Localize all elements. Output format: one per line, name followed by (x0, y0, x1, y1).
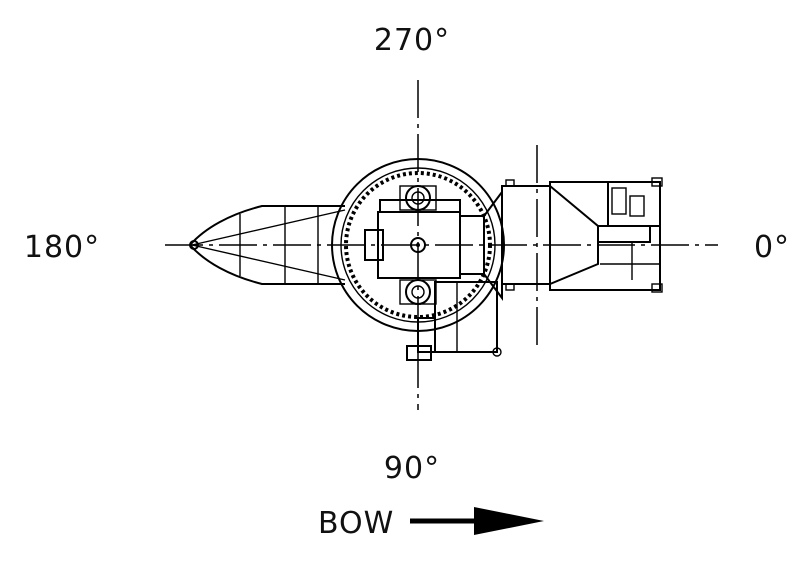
angle-label-180: 180° (24, 230, 100, 265)
bow-arrow-icon (410, 507, 544, 535)
bow-label: BOW (318, 506, 394, 541)
angle-label-0: 0° (754, 230, 790, 265)
center-lines (165, 80, 718, 410)
jib-boom (189, 205, 346, 285)
rear-machinery (483, 177, 663, 301)
upper-sheave (399, 185, 437, 211)
turret-body (364, 199, 485, 279)
angle-label-90: 90° (384, 451, 440, 486)
lower-housing (406, 281, 502, 361)
angle-label-270: 270° (374, 23, 450, 58)
